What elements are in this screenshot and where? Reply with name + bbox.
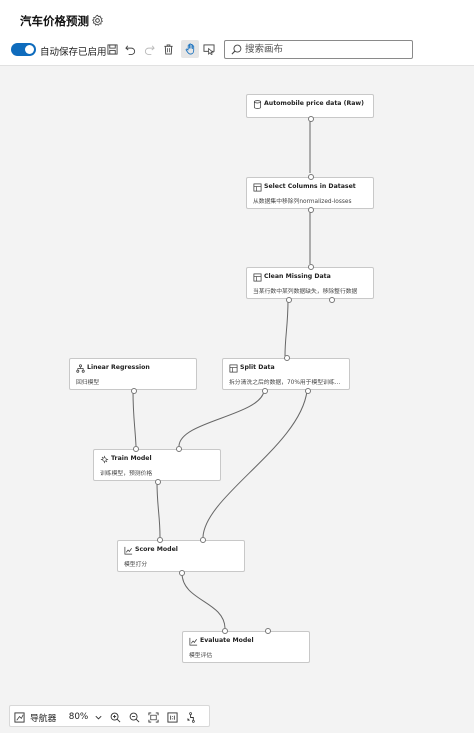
actual-size-icon	[166, 711, 178, 723]
node-title: Score Model	[135, 546, 178, 553]
save-button[interactable]	[103, 40, 121, 58]
node-select-columns[interactable]: Select Columns in Dataset 从数据集中移除列normal…	[246, 174, 374, 213]
zoom-level-dropdown[interactable]: 80%	[68, 709, 104, 725]
output-port[interactable]	[308, 207, 314, 213]
input-port-1[interactable]	[222, 628, 228, 634]
output-port-1[interactable]	[286, 297, 292, 303]
navigator-icon	[14, 711, 25, 723]
actual-size-button[interactable]	[164, 709, 180, 725]
edge-train-score	[156, 481, 161, 538]
pipeline-title: 汽车价格预测	[20, 14, 89, 28]
delete-icon	[163, 43, 173, 55]
module-icon	[253, 273, 262, 282]
autosave-toggle[interactable]	[11, 43, 36, 56]
node-subtitle: 回归模型	[76, 380, 100, 386]
navigator-button[interactable]: 导航器	[14, 709, 60, 725]
redo-icon	[144, 45, 155, 55]
node-title: Clean Missing Data	[264, 273, 331, 280]
node-automobile-price-data[interactable]: Automobile price data (Raw)	[246, 94, 374, 122]
output-port-2[interactable]	[329, 297, 335, 303]
delete-button[interactable]	[159, 40, 177, 58]
bottom-toolbar: 导航器 80%	[9, 705, 210, 727]
edge-split-train	[178, 390, 265, 447]
redo-button[interactable]	[140, 40, 158, 58]
node-split-data[interactable]: Split Data 拆分清洗之后的数据，70%用于模型训练...	[222, 355, 350, 394]
undo-button[interactable]	[121, 40, 139, 58]
zoom-out-icon	[129, 712, 139, 722]
pipeline-canvas[interactable]: Automobile price data (Raw) Select Colum…	[0, 66, 474, 733]
input-port[interactable]	[308, 174, 314, 180]
hand-pan-icon	[185, 43, 194, 55]
node-title: Train Model	[111, 455, 152, 462]
edge-split-score	[202, 390, 308, 538]
chevron-down-icon	[95, 715, 102, 719]
train-icon	[100, 455, 109, 464]
node-subtitle: 当某行数中某列数据缺失，移除整行数据	[253, 289, 358, 295]
search-box	[224, 40, 413, 59]
top-bar: 汽车价格预测 自动保存已启用	[0, 0, 474, 66]
input-port-1[interactable]	[157, 537, 163, 543]
input-port-2[interactable]	[176, 446, 182, 452]
zoom-level: 80%	[68, 712, 89, 722]
output-port[interactable]	[308, 116, 314, 122]
node-train-model[interactable]: Train Model 训练模型，预测价格	[93, 446, 221, 485]
node-title: Select Columns in Dataset	[264, 183, 356, 190]
search-icon	[231, 44, 242, 55]
auto-layout-button[interactable]	[183, 709, 199, 725]
module-icon	[229, 364, 238, 373]
dataset-icon	[253, 100, 262, 109]
node-linear-regression[interactable]: Linear Regression 回归模型	[69, 358, 197, 394]
gear-icon	[91, 14, 103, 26]
input-port-1[interactable]	[133, 446, 139, 452]
output-port[interactable]	[131, 388, 137, 394]
edge-linear-train	[132, 390, 137, 447]
input-port-2[interactable]	[265, 628, 271, 634]
edge-clean-split	[284, 299, 289, 357]
toggle-knob	[25, 45, 34, 54]
zoom-in-icon	[110, 712, 120, 722]
model-icon	[76, 364, 85, 373]
edge-score-evaluate	[181, 572, 226, 629]
node-title: Evaluate Model	[200, 637, 254, 644]
node-subtitle: 模型打分	[124, 562, 148, 568]
output-port-2[interactable]	[305, 388, 311, 394]
output-port-1[interactable]	[262, 388, 268, 394]
node-title: Linear Regression	[87, 364, 150, 371]
node-score-model[interactable]: Score Model 模型打分	[117, 537, 245, 576]
output-port[interactable]	[179, 570, 185, 576]
settings-button[interactable]	[89, 12, 105, 28]
pan-mode-button[interactable]	[181, 40, 199, 58]
node-title: Automobile price data (Raw)	[264, 100, 364, 107]
autosave-label: 自动保存已启用	[40, 47, 107, 58]
save-icon	[106, 43, 118, 55]
module-icon	[253, 183, 262, 192]
score-icon	[124, 546, 133, 555]
connection-layer	[132, 119, 311, 629]
input-port[interactable]	[284, 355, 290, 361]
fit-screen-icon	[147, 711, 159, 723]
select-mode-button[interactable]	[200, 40, 218, 58]
input-port[interactable]	[308, 264, 314, 270]
zoom-in-button[interactable]	[107, 709, 123, 725]
auto-layout-icon	[186, 711, 195, 723]
search-input[interactable]	[245, 42, 405, 57]
score-icon	[189, 637, 198, 646]
zoom-out-button[interactable]	[126, 709, 142, 725]
node-subtitle: 拆分清洗之后的数据，70%用于模型训练...	[229, 380, 341, 386]
input-port-2[interactable]	[200, 537, 206, 543]
node-subtitle: 模型评估	[189, 653, 213, 659]
select-icon	[203, 43, 215, 55]
fit-to-screen-button[interactable]	[145, 709, 161, 725]
node-subtitle: 从数据集中移除列normalized-losses	[253, 199, 352, 205]
node-title: Split Data	[240, 364, 275, 371]
node-clean-missing-data[interactable]: Clean Missing Data 当某行数中某列数据缺失，移除整行数据	[246, 264, 374, 303]
output-port[interactable]	[155, 479, 161, 485]
undo-icon	[124, 45, 135, 55]
navigator-label: 导航器	[30, 713, 57, 724]
node-subtitle: 训练模型，预测价格	[100, 471, 153, 477]
node-evaluate-model[interactable]: Evaluate Model 模型评估	[182, 628, 310, 663]
